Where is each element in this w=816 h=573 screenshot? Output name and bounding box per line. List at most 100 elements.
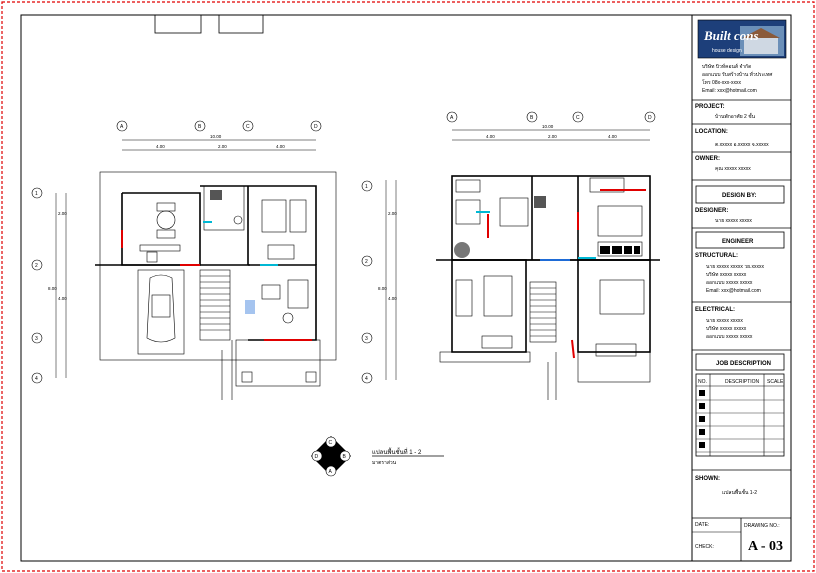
grid-bubble: [446, 111, 458, 123]
job-col-description: DESCRIPTION: [725, 379, 760, 385]
info-line: นาย xxxxx xxxxx วย.xxxxx: [706, 264, 764, 270]
sheet-number: A - 03: [748, 539, 783, 554]
grid-label: 4: [365, 376, 368, 382]
grid-bubble: [361, 332, 373, 344]
p2-dim-3: 4.00: [608, 134, 617, 139]
grid-bubble: [644, 111, 656, 123]
designer-value: นาย xxxxx xxxxx: [715, 218, 752, 224]
grid-label: D: [648, 115, 652, 121]
job-col-scale: SCALE: [767, 379, 784, 385]
grid-label: 2: [365, 259, 368, 265]
p1-side-dim-total: 8.00: [48, 286, 57, 291]
grid-label: 4: [35, 376, 38, 382]
p1-dim-total: 10.00: [210, 134, 222, 139]
owner-value: คุณ xxxxx xxxxx: [715, 166, 751, 172]
grid-bubble: [31, 332, 43, 344]
grid-label: B: [530, 115, 534, 121]
grid-label: 3: [365, 336, 368, 342]
grid-bubble: [361, 372, 373, 384]
grid-bubble: [31, 187, 43, 199]
job-row-marker: [699, 429, 705, 435]
shown-label: SHOWN:: [695, 476, 720, 482]
info-line: Email: xxx@hotmail.com: [706, 288, 761, 294]
drawing-no-label: DRAWING NO.:: [744, 523, 780, 529]
grid-label: D: [314, 124, 318, 130]
grid-bubble: [361, 255, 373, 267]
plan2-grid-side: 1 2 3 4: [361, 180, 373, 384]
check-label: CHECK:: [695, 544, 714, 550]
grid-label: C: [576, 115, 580, 121]
grid-bubble: [361, 180, 373, 192]
p2-side-dim-2: 4.00: [388, 296, 397, 301]
top-box-2: [218, 14, 264, 34]
p2-dim-2: 2.00: [548, 134, 557, 139]
job-row-marker: [699, 442, 705, 448]
info-line: ออกแบบ รับสร้างบ้าน ทั่วประเทศ: [702, 71, 773, 78]
shown-value: แปลนพื้นชั้น 1-2: [722, 487, 757, 496]
p1-side-dim-2: 4.00: [58, 296, 67, 301]
info-line: ออกแบบ xxxxx xxxxx: [706, 280, 753, 286]
title-block: Built cons house design บริษัท บิวท์คอนส…: [691, 14, 792, 562]
info-line: โทร 08x-xxx-xxxx: [702, 79, 741, 86]
p1-dim-2: 2.00: [218, 144, 227, 149]
info-line: บริษัท xxxxx xxxxx: [706, 325, 747, 332]
compass-d: D: [315, 454, 319, 460]
job-row-marker: [699, 403, 705, 409]
info-line: Email: xxx@hotmail.com: [702, 88, 757, 94]
electrical-label: ELECTRICAL:: [695, 307, 735, 313]
p1-dim-1: 4.00: [156, 144, 165, 149]
grid-bubble: [31, 259, 43, 271]
owner-label: OWNER:: [695, 156, 720, 162]
grid-label: C: [246, 124, 250, 130]
grid-bubble: [310, 120, 322, 132]
p1-dim-3: 4.00: [276, 144, 285, 149]
date-label: DATE:: [695, 522, 709, 528]
designer-label: DESIGNER:: [695, 208, 728, 214]
plan2-grid-top: A B C D: [446, 111, 656, 123]
grid-label: B: [198, 124, 202, 130]
plan-caption-scale: มาตราส่วน: [372, 460, 397, 466]
grid-bubble: [572, 111, 584, 123]
grid-bubble: [526, 111, 538, 123]
grid-label: 2: [35, 263, 38, 269]
grid-label: 3: [35, 336, 38, 342]
info-line: นาย xxxxx xxxxx: [706, 318, 743, 324]
job-col-no: NO.: [698, 379, 707, 385]
job-row-marker: [699, 416, 705, 422]
design-by-label: DESIGN BY:: [722, 193, 757, 199]
compass-b: B: [343, 454, 347, 460]
grid-label: A: [120, 124, 124, 130]
compass-c: C: [329, 440, 333, 446]
grid-label: 1: [35, 191, 38, 197]
compass-a: A: [329, 469, 333, 475]
structural-label: STRUCTURAL:: [695, 253, 738, 259]
info-line: บริษัท xxxxx xxxxx: [706, 271, 747, 278]
engineer-label: ENGINEER: [722, 239, 754, 245]
location-label: LOCATION:: [695, 129, 728, 135]
location-value: ต.xxxxx อ.xxxxx จ.xxxxx: [715, 142, 769, 148]
project-value: บ้านพักอาศัย 2 ชั้น: [715, 111, 756, 120]
job-row-marker: [699, 390, 705, 396]
p1-side-dim-1: 2.00: [58, 211, 67, 216]
top-box-1: [154, 14, 202, 34]
job-table-rows: [696, 390, 784, 453]
grid-bubble: [242, 120, 254, 132]
grid-bubble: [116, 120, 128, 132]
grid-bubble: [31, 372, 43, 384]
plan-caption-title: แปลนพื้นชั้นที่ 1 - 2: [372, 446, 422, 456]
plan1-grid-top: A B C D: [116, 120, 322, 132]
job-table: [695, 373, 785, 457]
grid-bubble: [194, 120, 206, 132]
inner-frame: [20, 14, 792, 562]
grid-label: 1: [365, 184, 368, 190]
grid-label: A: [450, 115, 454, 121]
p2-side-dim-total: 8.00: [378, 286, 387, 291]
logo-text: Built cons: [703, 28, 759, 43]
north-compass: C D B A: [311, 436, 351, 477]
